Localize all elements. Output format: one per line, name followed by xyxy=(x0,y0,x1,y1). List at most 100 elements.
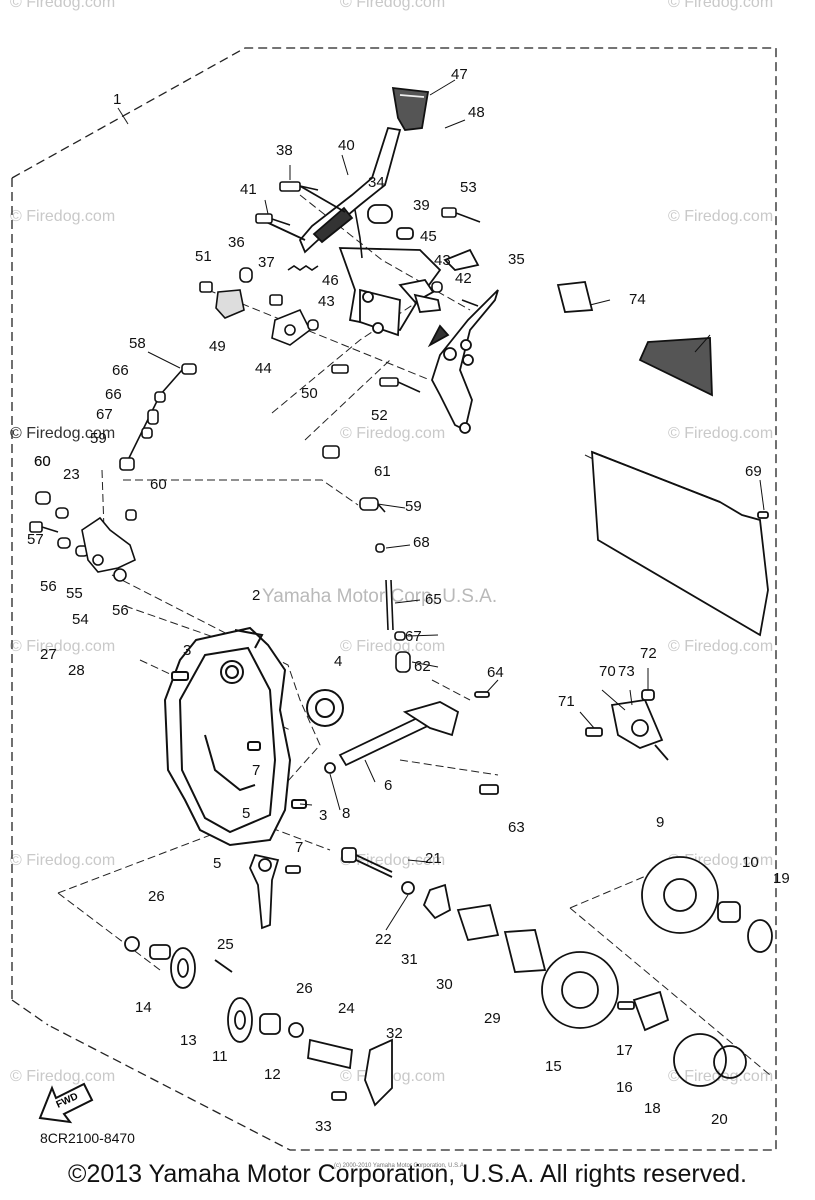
watermark-row2-left: © Firedog.com xyxy=(10,208,116,225)
part-callout-60: 60 xyxy=(34,453,51,470)
part-callout-27: 27 xyxy=(40,646,57,663)
part-callout-55: 55 xyxy=(66,585,83,602)
forward-arrow-icon: FWD xyxy=(38,1082,94,1124)
part-callout-59: 59 xyxy=(90,430,107,447)
part-callout-3: 3 xyxy=(183,642,191,659)
part-callout-68: 68 xyxy=(413,534,430,551)
watermark-row4-center: © Firedog.com xyxy=(340,638,446,655)
middle-rod-linkage xyxy=(359,497,411,673)
part-callout-61: 61 xyxy=(374,463,391,480)
part-callout-64: 64 xyxy=(487,664,504,681)
part-callout-54: 54 xyxy=(72,611,89,628)
watermark-top-left: © Firedog.com xyxy=(10,0,116,11)
part-callout-1: 1 xyxy=(113,91,121,108)
part-callout-65: 65 xyxy=(425,591,442,608)
part-callout-9: 9 xyxy=(656,814,664,831)
part-callout-21: 21 xyxy=(425,850,442,867)
part-callouts: 1233455677891011121314151617181920212223… xyxy=(27,66,790,1135)
arm-and-pins xyxy=(249,847,393,930)
part-callout-24: 24 xyxy=(338,1000,355,1017)
part-callout-74: 74 xyxy=(629,291,646,308)
part-callout-73: 73 xyxy=(618,663,635,680)
part-callout-7: 7 xyxy=(252,762,260,779)
part-callout-14: 14 xyxy=(135,999,152,1016)
part-callout-48: 48 xyxy=(468,104,485,121)
part-callout-67: 67 xyxy=(405,628,422,645)
part-callout-60: 60 xyxy=(34,453,51,470)
part-callout-56: 56 xyxy=(40,578,57,595)
part-callout-16: 16 xyxy=(616,1079,633,1096)
part-callout-3: 3 xyxy=(319,807,327,824)
watermark-row3-center: © Firedog.com xyxy=(340,425,446,442)
part-callout-5: 5 xyxy=(242,805,250,822)
watermark-row3-left: © Firedog.com xyxy=(10,425,116,442)
part-callout-62: 62 xyxy=(414,658,431,675)
part-callout-6: 6 xyxy=(384,777,392,794)
part-callout-36: 36 xyxy=(228,234,245,251)
part-callout-51: 51 xyxy=(195,248,212,265)
part-callout-10: 10 xyxy=(742,854,759,871)
part-callout-70: 70 xyxy=(599,663,616,680)
part-callout-30: 30 xyxy=(436,976,453,993)
right-cover-and-switch xyxy=(556,281,769,761)
part-callout-23: 23 xyxy=(63,466,80,483)
part-callout-43: 43 xyxy=(318,293,335,310)
part-callout-50: 50 xyxy=(301,385,318,402)
watermark-row5-left: © Firedog.com xyxy=(10,852,116,869)
part-callout-2: 2 xyxy=(252,587,260,604)
part-callout-19: 19 xyxy=(773,870,790,887)
shift-lever-assembly xyxy=(261,86,499,434)
copyright-footer: ©2013 Yamaha Motor Corporation, U.S.A. A… xyxy=(68,1160,747,1188)
part-callout-71: 71 xyxy=(558,693,575,710)
part-callout-22: 22 xyxy=(375,931,392,948)
part-callout-37: 37 xyxy=(258,254,275,271)
part-callout-18: 18 xyxy=(644,1100,661,1117)
part-callout-40: 40 xyxy=(338,137,355,154)
part-callout-59: 59 xyxy=(405,498,422,515)
small-print: (c) 2000-2010 Yamaha Motor Corporation, … xyxy=(334,1163,466,1169)
part-callout-35: 35 xyxy=(508,251,525,268)
part-callout-39: 39 xyxy=(413,197,430,214)
part-callout-25: 25 xyxy=(217,936,234,953)
part-callout-33: 33 xyxy=(315,1118,332,1135)
part-callout-67: 67 xyxy=(96,406,113,423)
part-callout-66: 66 xyxy=(112,362,129,379)
part-callout-46: 46 xyxy=(322,272,339,289)
part-callout-57: 57 xyxy=(27,531,44,548)
part-callout-72: 72 xyxy=(640,645,657,662)
chain-case xyxy=(163,626,344,847)
part-callout-32: 32 xyxy=(386,1025,403,1042)
part-callout-5: 5 xyxy=(213,855,221,872)
watermark-top-right: © Firedog.com xyxy=(668,0,774,11)
watermark-row4-left: © Firedog.com xyxy=(10,638,116,655)
diagram-part-number: 8CR2100-8470 xyxy=(40,1130,135,1146)
part-callout-56: 56 xyxy=(112,602,129,619)
part-callout-29: 29 xyxy=(484,1010,501,1027)
part-callout-26: 26 xyxy=(296,980,313,997)
part-callout-58: 58 xyxy=(129,335,146,352)
part-callout-53: 53 xyxy=(460,179,477,196)
part-callout-34: 34 xyxy=(368,174,385,191)
part-callout-49: 49 xyxy=(209,338,226,355)
part-callout-4: 4 xyxy=(334,653,342,670)
watermark-row3-right: © Firedog.com xyxy=(668,425,774,442)
part-callout-31: 31 xyxy=(401,951,418,968)
part-callout-38: 38 xyxy=(276,142,293,159)
part-callout-26: 26 xyxy=(148,888,165,905)
watermark-row4-right: © Firedog.com xyxy=(668,638,774,655)
part-callout-20: 20 xyxy=(711,1111,728,1128)
part-callout-44: 44 xyxy=(255,360,272,377)
watermark-row6-left: © Firedog.com xyxy=(10,1068,116,1085)
part-callout-7: 7 xyxy=(295,839,303,856)
part-callout-63: 63 xyxy=(508,819,525,836)
shift-shaft xyxy=(324,691,499,795)
part-callout-41: 41 xyxy=(240,181,257,198)
drive-gear-cluster xyxy=(124,856,773,1107)
part-callout-69: 69 xyxy=(745,463,762,480)
part-callout-42: 42 xyxy=(455,270,472,287)
part-callout-47: 47 xyxy=(451,66,468,83)
part-callout-60: 60 xyxy=(150,476,167,493)
watermark-yamaha: Yamaha Motor Corp, U.S.A. xyxy=(262,586,498,607)
part-callout-13: 13 xyxy=(180,1032,197,1049)
part-callout-15: 15 xyxy=(545,1058,562,1075)
